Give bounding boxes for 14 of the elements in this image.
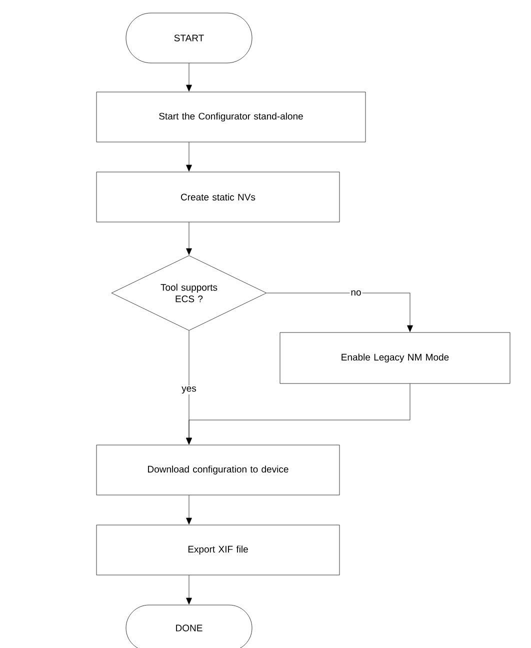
arrow — [186, 222, 192, 255]
arrow — [186, 63, 192, 92]
arrow — [186, 495, 192, 524]
arrow — [186, 384, 410, 444]
edge-label: yes — [180, 385, 198, 395]
process-box: Start the Configurator stand-alone — [96, 92, 366, 142]
process-box: Download configuration to device — [96, 444, 340, 496]
process-box: Create static NVs — [96, 172, 340, 222]
arrow — [186, 142, 192, 172]
edge-label: no — [350, 289, 362, 297]
arrow — [266, 292, 413, 332]
arrow — [186, 575, 192, 604]
process-box: Export XIF file — [96, 524, 340, 576]
process-box: Enable Legacy NM Mode — [280, 332, 510, 384]
